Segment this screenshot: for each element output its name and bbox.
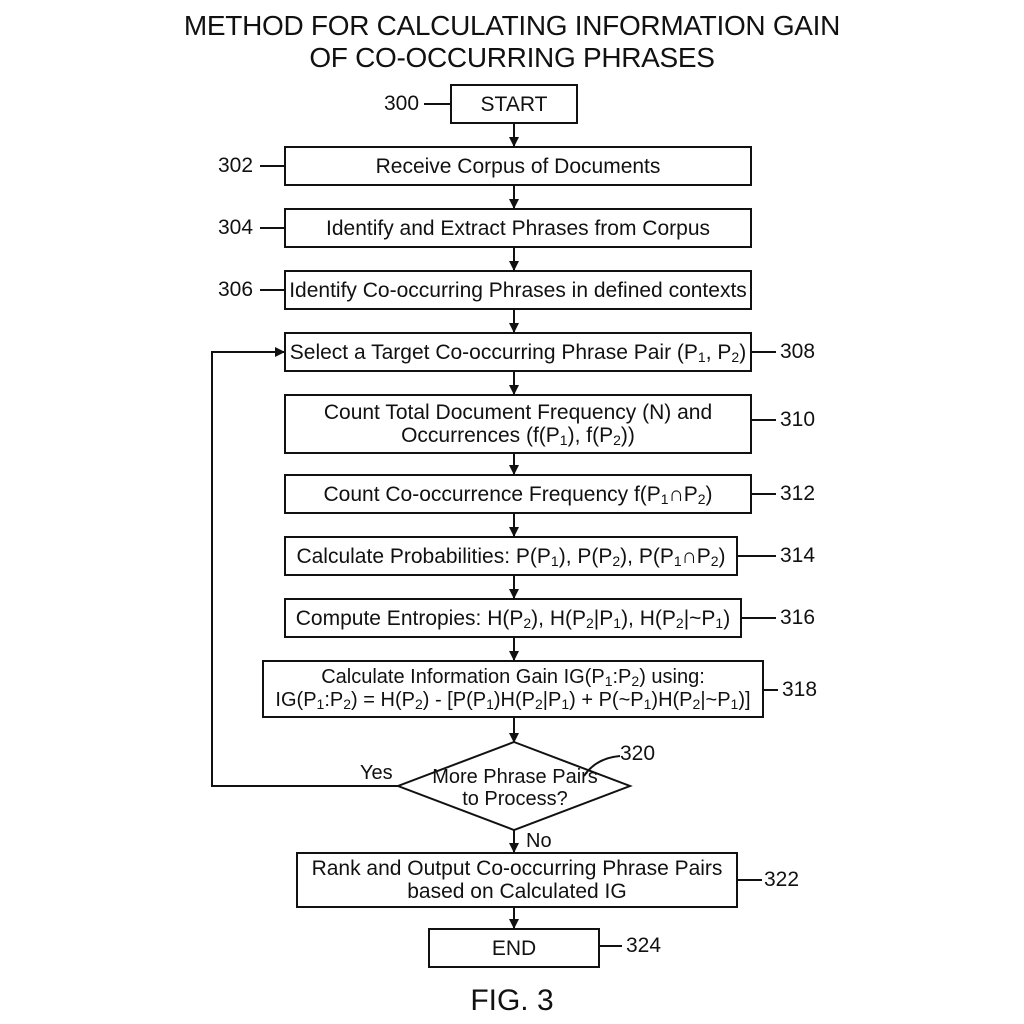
- ref-320: 320: [620, 742, 656, 765]
- ref-302: 302: [218, 154, 254, 177]
- step-312-box: Count Co-occurrence Frequency f(P1∩P2): [284, 474, 752, 514]
- step-318-box: Calculate Information Gain IG(P1:P2) usi…: [262, 660, 764, 718]
- decision-yes-label: Yes: [360, 762, 393, 784]
- step-306-label: Identify Co-occurring Phrases in defined…: [289, 278, 747, 302]
- step-314-label: Calculate Probabilities: P(P1), P(P2), P…: [296, 544, 726, 569]
- decision-no-label: No: [526, 830, 552, 852]
- decision-320-line-2: to Process?: [462, 788, 568, 810]
- leader-320: [583, 755, 621, 777]
- decision-diamond-320: [395, 740, 633, 832]
- ref-308: 308: [780, 340, 816, 363]
- step-304-label: Identify and Extract Phrases from Corpus: [326, 216, 710, 240]
- step-322-box: Rank and Output Co-occurring Phrase Pair…: [296, 852, 738, 908]
- ref-304: 304: [218, 216, 254, 239]
- ref-316: 316: [780, 606, 816, 629]
- ref-318: 318: [782, 678, 818, 701]
- step-302-box: Receive Corpus of Documents: [284, 146, 752, 186]
- step-308-box: Select a Target Co-occurring Phrase Pair…: [284, 332, 752, 372]
- step-322-line-1: Rank and Output Co-occurring Phrase Pair…: [311, 857, 723, 880]
- ref-314: 314: [780, 544, 816, 567]
- step-310-line-1: Count Total Document Frequency (N) and: [323, 401, 713, 424]
- step-318-line-1: Calculate Information Gain IG(P1:P2) usi…: [321, 666, 705, 689]
- ref-322: 322: [764, 868, 800, 891]
- ref-312: 312: [780, 482, 816, 505]
- step-302-label: Receive Corpus of Documents: [375, 154, 661, 178]
- step-306-box: Identify Co-occurring Phrases in defined…: [284, 270, 752, 310]
- step-304-box: Identify and Extract Phrases from Corpus: [284, 208, 752, 248]
- ref-310: 310: [780, 408, 816, 431]
- step-308-label: Select a Target Co-occurring Phrase Pair…: [289, 340, 747, 365]
- step-310-box: Count Total Document Frequency (N) and O…: [284, 394, 752, 454]
- diagram-title-line-1: METHOD FOR CALCULATING INFORMATION GAIN: [183, 10, 841, 41]
- loop-back-yes-to-308: [211, 347, 400, 787]
- ref-300: 300: [384, 92, 420, 115]
- decision-320-line-1: More Phrase Pairs: [432, 766, 598, 788]
- end-terminal: END: [428, 928, 600, 968]
- step-322-line-2: based on Calculated IG: [407, 880, 627, 903]
- step-312-label: Count Co-occurrence Frequency f(P1∩P2): [323, 482, 713, 507]
- ref-324: 324: [626, 934, 662, 957]
- start-terminal: START: [450, 84, 578, 124]
- step-316-box: Compute Entropies: H(P2), H(P2|P1), H(P2…: [284, 598, 742, 638]
- step-314-box: Calculate Probabilities: P(P1), P(P2), P…: [284, 536, 738, 576]
- start-label: START: [480, 92, 548, 116]
- step-310-line-2: Occurrences (f(P1), f(P2)): [401, 424, 635, 448]
- step-318-line-2: IG(P1:P2) = H(P2) - [P(P1)H(P2|P1) + P(~…: [275, 689, 751, 712]
- step-316-label: Compute Entropies: H(P2), H(P2|P1), H(P2…: [295, 606, 731, 631]
- diagram-title-line-2: OF CO-OCCURRING PHRASES: [309, 42, 715, 73]
- end-label: END: [491, 936, 537, 960]
- figure-label: FIG. 3: [470, 984, 554, 1017]
- ref-306: 306: [218, 278, 254, 301]
- decision-320-text: More Phrase Pairs to Process?: [410, 766, 620, 810]
